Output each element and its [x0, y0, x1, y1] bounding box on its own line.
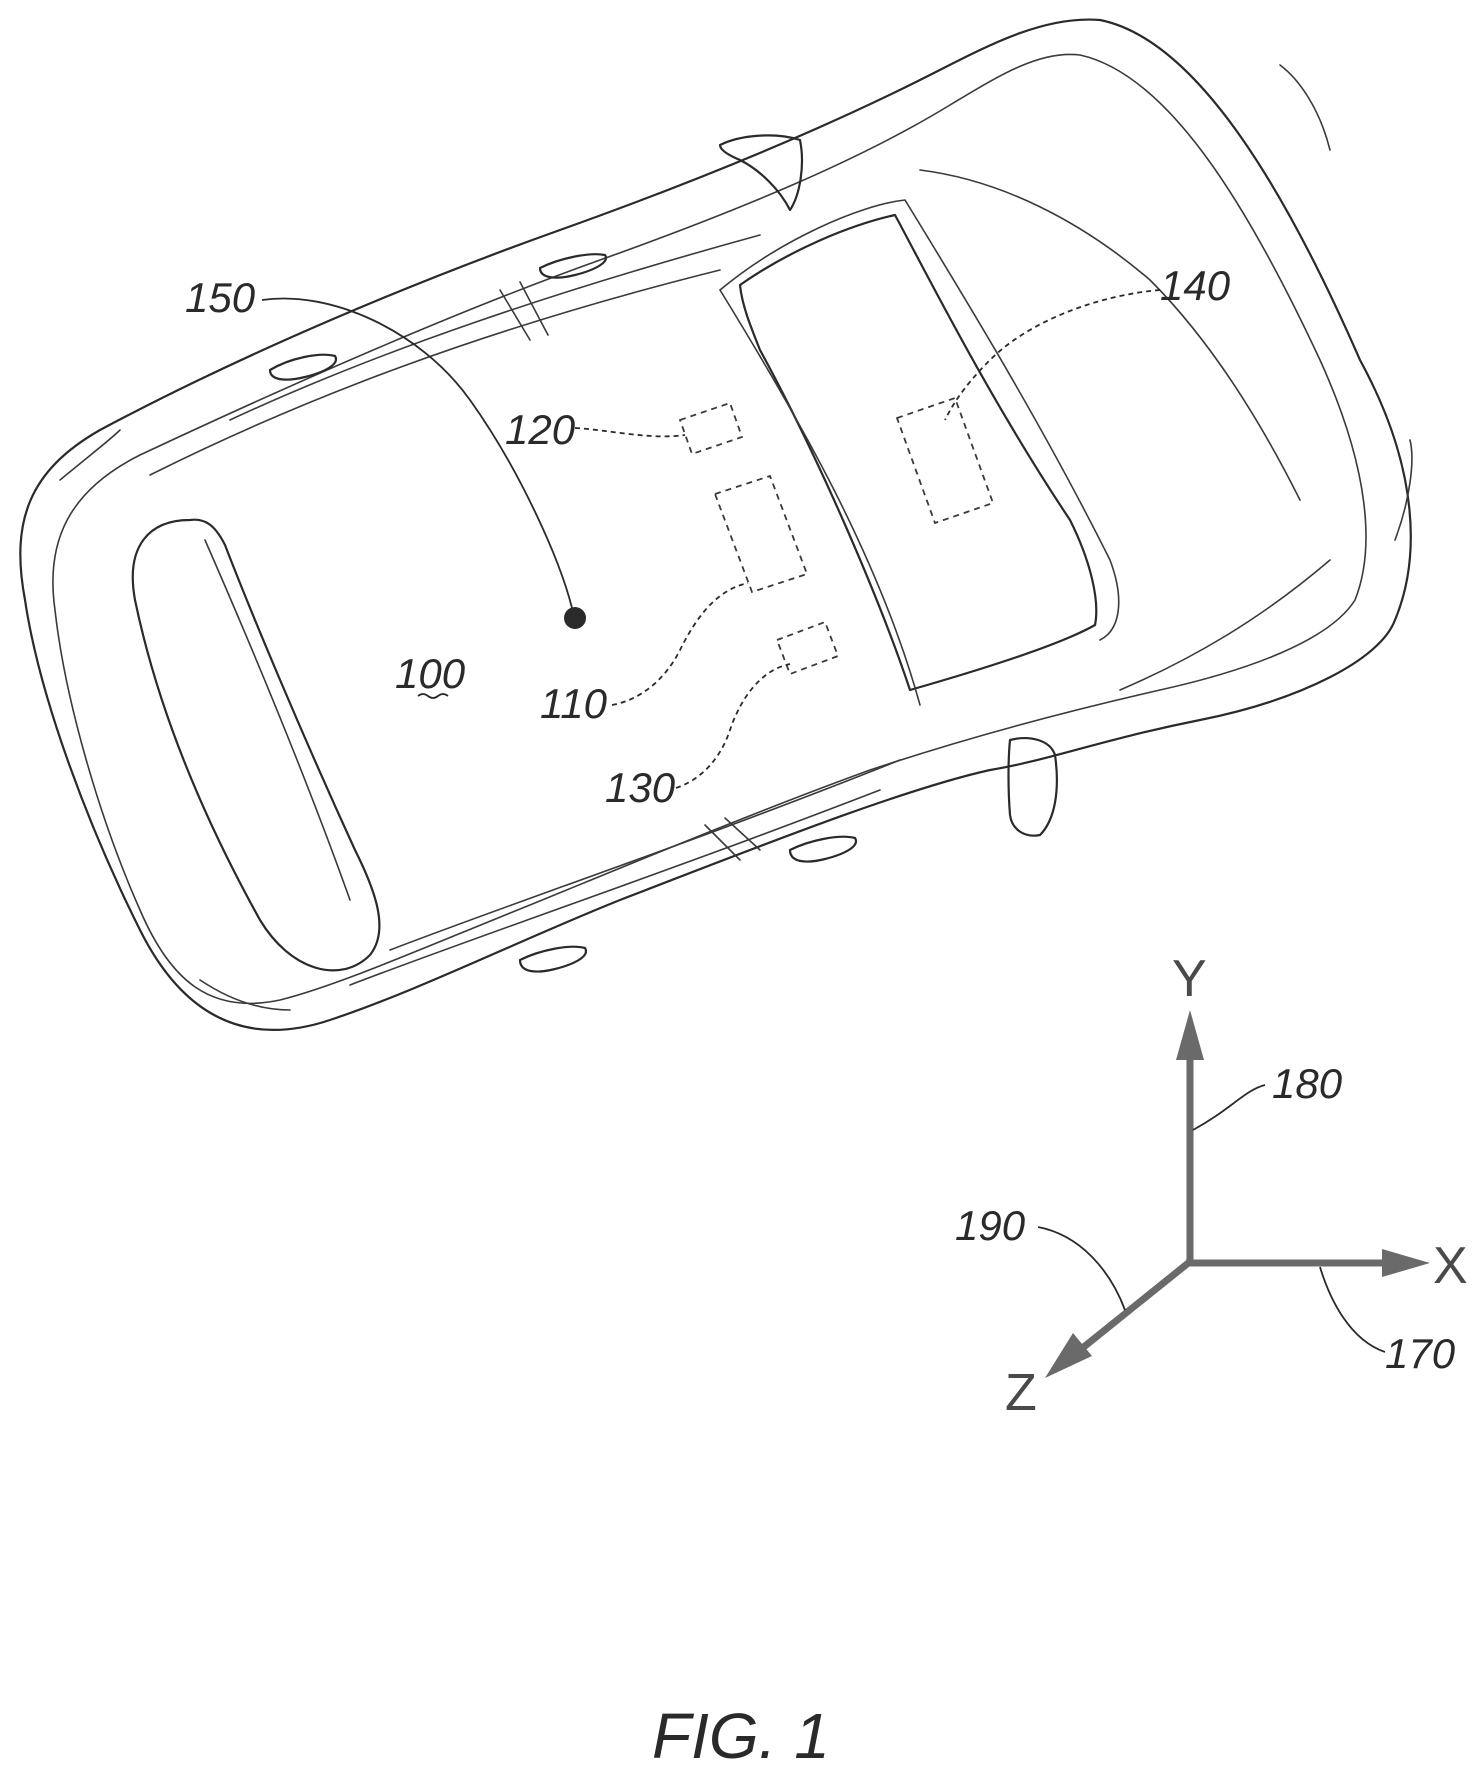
door-handle-3 [790, 837, 856, 862]
component-120-box [680, 403, 742, 454]
ref-120: 120 [505, 406, 576, 453]
figure-caption: FIG. 1 [652, 1700, 830, 1772]
ref-110: 110 [540, 680, 608, 727]
y-axis-arrowhead [1176, 1010, 1204, 1060]
leader-190 [1038, 1227, 1125, 1310]
leader-110 [612, 583, 748, 705]
ref-180: 180 [1272, 1060, 1343, 1107]
roof-side-bottom-2 [350, 790, 880, 985]
vehicle-outer-outline [20, 20, 1410, 1030]
leader-140 [945, 290, 1160, 420]
ref-150: 150 [185, 274, 256, 321]
ref-130: 130 [605, 764, 676, 811]
mirror-bottom [1009, 738, 1057, 835]
leader-150 [262, 298, 572, 608]
hood-line-top [920, 170, 1300, 500]
component-110-box [715, 476, 807, 592]
coordinate-axes: Y X Z 180 170 190 [955, 950, 1468, 1422]
vehicle-label-100: 100 [395, 650, 466, 697]
x-axis-letter: X [1433, 1237, 1468, 1295]
leader-lines [262, 290, 1160, 788]
x-axis-arrowhead [1382, 1249, 1430, 1277]
component-140-box [897, 398, 993, 523]
hood-line-bottom [1120, 560, 1330, 690]
headlight-bottom [1395, 440, 1412, 540]
windshield-inner-line [720, 290, 920, 705]
door-handle-4 [520, 947, 586, 972]
y-axis-letter: Y [1172, 950, 1207, 1008]
windshield [740, 215, 1096, 690]
component-130-box [777, 622, 838, 674]
leader-120 [575, 428, 685, 436]
z-axis-letter: Z [1005, 1364, 1037, 1422]
rear-corner-bottom [200, 980, 290, 1010]
z-axis-line [1080, 1260, 1192, 1350]
rear-window [133, 520, 380, 971]
reference-numerals: 150 120 140 110 130 100 [185, 262, 1231, 811]
roof-side-top-2 [230, 235, 760, 420]
headlight-top [1280, 65, 1330, 150]
ref-190: 190 [955, 1202, 1026, 1249]
vehicle-inner-outline [53, 54, 1366, 1003]
door-handle-1 [540, 254, 606, 277]
center-point-150 [564, 607, 586, 629]
leader-130 [676, 664, 790, 788]
ref-140: 140 [1160, 262, 1231, 309]
leader-170 [1320, 1267, 1385, 1352]
components [564, 398, 993, 674]
z-axis-arrowhead [1045, 1333, 1092, 1378]
windshield-outer [720, 200, 1119, 640]
leader-180 [1193, 1085, 1265, 1130]
vehicle-body [20, 20, 1412, 1030]
ref-170: 170 [1385, 1330, 1456, 1377]
door-handle-2 [270, 355, 336, 380]
rear-window-inner [205, 540, 350, 900]
